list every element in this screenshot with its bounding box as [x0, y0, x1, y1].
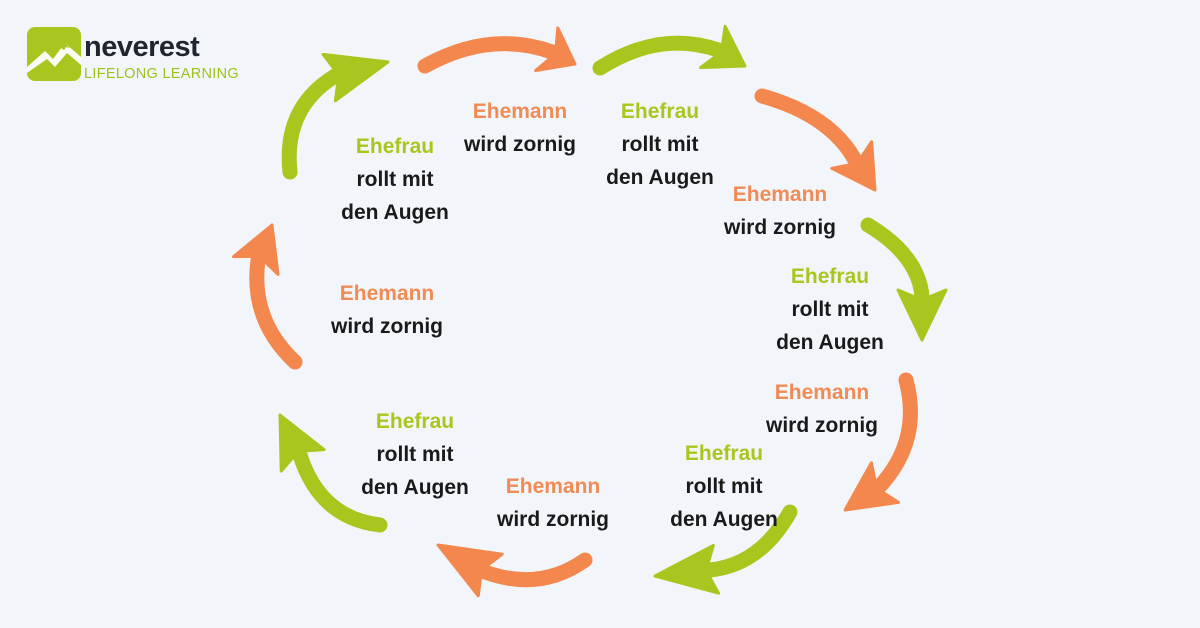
arrow-head	[896, 288, 948, 342]
step-actor: Ehefrau	[684, 442, 764, 465]
mountain-icon	[27, 27, 81, 81]
cycle-step: Ehemann wird zornig	[464, 95, 576, 161]
step-actor: Ehefrau	[790, 265, 870, 288]
step-action-line1: rollt mit	[685, 475, 763, 498]
cycle-arrow	[653, 504, 798, 595]
brand-tagline: LIFELONG LEARNING	[84, 66, 239, 82]
arrow-shaft	[417, 36, 560, 74]
step-action-line1: rollt mit	[356, 168, 434, 191]
cycle-arrow	[592, 24, 747, 76]
step-actor: Ehefrau	[355, 135, 435, 158]
cycle-arrow	[754, 88, 877, 192]
cycle-step: Ehefrau rollt mit den Augen	[606, 95, 714, 194]
step-action-line1: wird zornig	[497, 508, 609, 531]
arrow-head	[278, 413, 326, 473]
arrow-shaft	[249, 252, 303, 370]
step-actor: Ehemann	[774, 381, 870, 404]
step-action-line2: den Augen	[606, 166, 714, 189]
cycle-step: Ehefrau rollt mit den Augen	[776, 260, 884, 359]
step-action-line2: den Augen	[776, 331, 884, 354]
cycle-arrow	[281, 52, 390, 180]
arrow-shaft	[872, 372, 918, 494]
arrow-shaft	[592, 35, 726, 76]
arrow-head	[534, 26, 577, 73]
brand-name: neverest	[84, 31, 200, 63]
step-action-line2: den Augen	[341, 201, 449, 224]
cycle-step: Ehemann wird zornig	[724, 178, 836, 244]
arrow-shaft	[292, 447, 388, 533]
cycle-arrow	[843, 372, 918, 512]
cycle-arrow	[860, 217, 948, 342]
arrow-shaft	[702, 504, 798, 578]
step-action-line2: den Augen	[670, 508, 778, 531]
step-action-line1: rollt mit	[791, 298, 869, 321]
step-action-line1: rollt mit	[621, 133, 699, 156]
step-action-line1: wird zornig	[331, 315, 443, 338]
cycle-step: Ehefrau rollt mit den Augen	[670, 437, 778, 536]
cycle-step: Ehemann wird zornig	[766, 376, 878, 442]
step-action-line1: wird zornig	[464, 133, 576, 156]
arrow-shaft	[754, 88, 863, 168]
arrow-head	[653, 543, 721, 595]
arrow-head	[321, 52, 390, 103]
step-actor: Ehemann	[505, 475, 601, 498]
step-actor: Ehemann	[472, 100, 568, 123]
cycle-arrow	[231, 223, 303, 370]
neverest-logo: neverest LIFELONG LEARNING	[27, 27, 267, 87]
arrow-head	[699, 24, 747, 70]
arrow-head	[843, 461, 901, 512]
cycle-arrow	[278, 413, 388, 533]
cycle-step: Ehefrau rollt mit den Augen	[341, 130, 449, 229]
step-actor: Ehefrau	[620, 100, 700, 123]
arrow-head	[830, 140, 877, 192]
step-action-line2: den Augen	[361, 476, 469, 499]
arrow-shaft	[281, 68, 343, 180]
arrow-head	[231, 223, 280, 276]
cycle-step: Ehemann wird zornig	[497, 470, 609, 536]
step-actor: Ehefrau	[375, 410, 455, 433]
step-action-line1: rollt mit	[376, 443, 454, 466]
step-actor: Ehemann	[339, 282, 435, 305]
arrow-shaft	[477, 552, 593, 588]
cycle-step: Ehefrau rollt mit den Augen	[361, 405, 469, 504]
cycle-arrow	[436, 543, 593, 598]
arrow-head	[436, 543, 504, 598]
step-action-line1: wird zornig	[766, 414, 878, 437]
step-action-line1: wird zornig	[724, 216, 836, 239]
cycle-arrow	[417, 26, 577, 74]
step-actor: Ehemann	[732, 183, 828, 206]
cycle-step: Ehemann wird zornig	[331, 277, 443, 343]
arrow-shaft	[860, 217, 930, 304]
